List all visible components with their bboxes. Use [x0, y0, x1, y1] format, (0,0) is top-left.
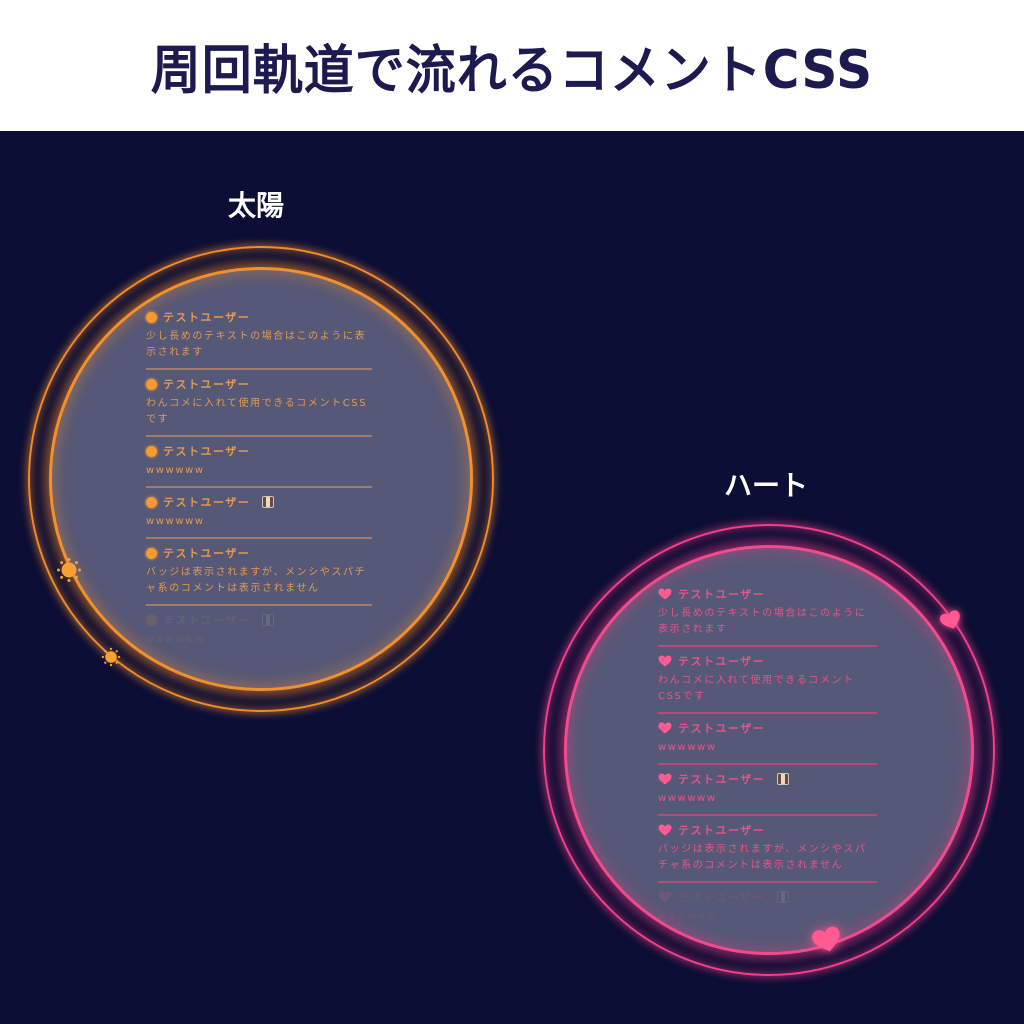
- comment-text: wwwwww: [146, 465, 205, 476]
- heart-icon: [658, 773, 672, 785]
- comment-username: テストユーザー: [163, 614, 251, 627]
- comment-text: わんコメに入れて使用できるコメントCSSです: [146, 398, 368, 425]
- heart-icon: [658, 722, 672, 734]
- comment-username: テストユーザー: [163, 547, 251, 560]
- comment-item: テストユーザー わんコメに入れて使用できるコメントCSSです: [146, 370, 372, 437]
- member-badge-icon: [262, 614, 275, 626]
- heart-comment-panel: [564, 545, 974, 955]
- comment-username: テストユーザー: [678, 588, 766, 601]
- comment-username: テストユーザー: [678, 773, 766, 786]
- comment-text: バッジは表示されますが、メンシやスパチャ系のコメントは表示されません: [658, 844, 867, 871]
- comment-username: テストユーザー: [163, 496, 251, 509]
- comment-item-fading: テストユーザー wwwwww: [146, 606, 372, 655]
- heart-outer-orbit: [543, 524, 995, 976]
- comment-username: テストユーザー: [678, 655, 766, 668]
- heart-orbiter-icon: [937, 608, 964, 633]
- comment-username: テストユーザー: [678, 722, 766, 735]
- comment-item: テストユーザー 少し長めのテキストの場合はこのように表示されます: [658, 580, 877, 647]
- heart-icon: [658, 655, 672, 667]
- heart-comment-feed: テストユーザー 少し長めのテキストの場合はこのように表示されます テストユーザー…: [658, 580, 877, 932]
- sun-comment-feed: テストユーザー 少し長めのテキストの場合はこのように表示されます テストユーザー…: [146, 303, 372, 655]
- comment-text: 少し長めのテキストの場合はこのように表示されます: [658, 608, 867, 635]
- sun-icon: [146, 445, 157, 457]
- page-header: 周回軌道で流れるコメントCSS: [0, 0, 1024, 131]
- heart-icon: [658, 588, 672, 600]
- sun-icon: [146, 378, 157, 390]
- member-badge-icon: [777, 773, 790, 785]
- heart-icon: [658, 824, 672, 836]
- sun-icon: [146, 496, 157, 508]
- comment-item: テストユーザー バッジは表示されますが、メンシやスパチャ系のコメントは表示されま…: [658, 816, 877, 883]
- page-title: 周回軌道で流れるコメントCSS: [150, 39, 874, 101]
- comment-item: テストユーザー wwwwww: [658, 714, 877, 765]
- heart-section-label: ハート: [723, 469, 808, 502]
- member-badge-icon: [262, 496, 275, 508]
- heart-orbiter-icon: [809, 924, 845, 957]
- sun-orbiter-icon: [56, 557, 82, 583]
- comment-username: テストユーザー: [678, 824, 766, 837]
- comment-text: wwwwww: [658, 793, 717, 804]
- comment-username: テストユーザー: [163, 378, 251, 391]
- comment-text: バッジは表示されますが、メンシやスパチャ系のコメントは表示されません: [146, 567, 367, 594]
- comment-text: wwwwww: [146, 634, 205, 645]
- sun-icon: [146, 547, 157, 559]
- sun-icon: [146, 614, 157, 626]
- sun-comment-panel: [49, 267, 473, 691]
- member-badge-icon: [777, 891, 790, 903]
- comment-item-fading: テストユーザー wwwwww: [658, 883, 877, 932]
- heart-icon: [658, 891, 672, 903]
- comment-text: wwwwww: [146, 516, 205, 527]
- comment-text: wwwwww: [658, 742, 717, 753]
- sun-section-label: 太陽: [227, 189, 284, 222]
- comment-username: テストユーザー: [678, 891, 766, 904]
- sun-icon: [146, 311, 157, 323]
- comment-item: テストユーザー わんコメに入れて使用できるコメントCSSです: [658, 647, 877, 714]
- comment-text: わんコメに入れて使用できるコメントCSSです: [658, 675, 855, 702]
- sun-orbiter-icon: [101, 647, 121, 667]
- comment-text: 少し長めのテキストの場合はこのように表示されます: [146, 331, 367, 358]
- comment-item: テストユーザー 少し長めのテキストの場合はこのように表示されます: [146, 303, 372, 370]
- sun-outer-orbit: [28, 246, 494, 712]
- comment-item: テストユーザー wwwwww: [146, 488, 372, 539]
- comment-item: テストユーザー wwwwww: [658, 765, 877, 816]
- comment-text: wwwwww: [658, 911, 717, 922]
- comment-item: テストユーザー wwwwww: [146, 437, 372, 488]
- comment-username: テストユーザー: [163, 311, 251, 324]
- comment-item: テストユーザー バッジは表示されますが、メンシやスパチャ系のコメントは表示されま…: [146, 539, 372, 606]
- comment-username: テストユーザー: [163, 445, 251, 458]
